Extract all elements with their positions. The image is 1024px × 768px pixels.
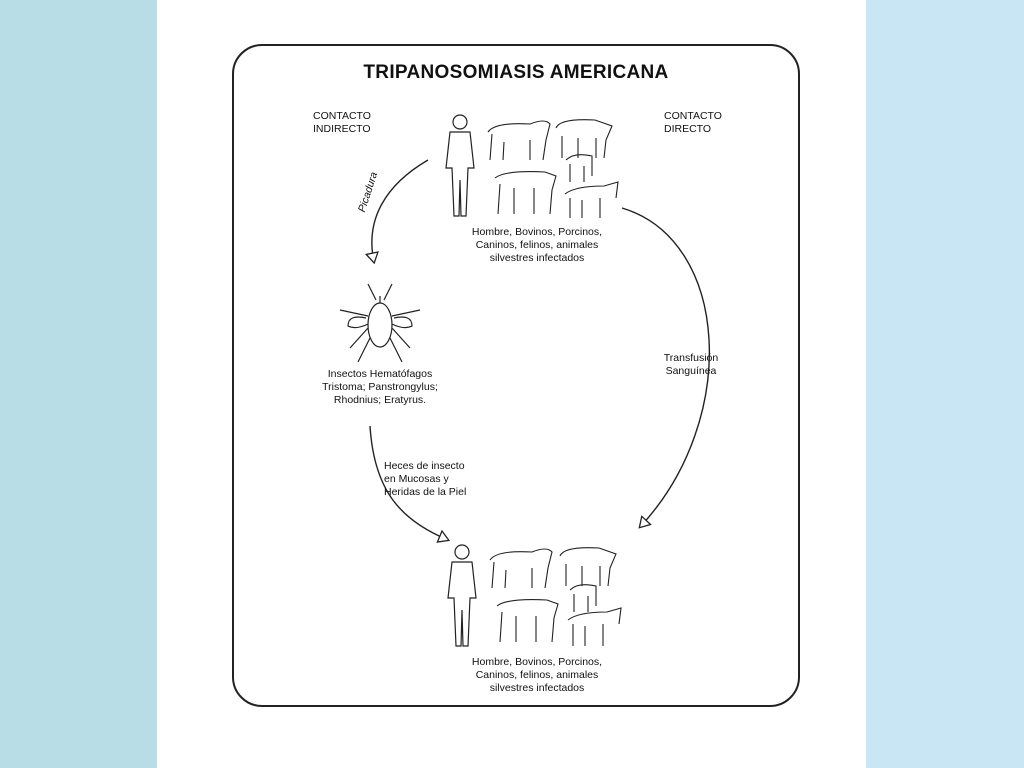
- indirect-contact-label: CONTACTO INDIRECTO: [313, 110, 371, 136]
- direct-contact-label: CONTACTO DIRECTO: [664, 110, 722, 136]
- feces-transmission-label: Heces de insecto en Mucosas y Heridas de…: [384, 460, 467, 498]
- top-human-icon: [445, 114, 475, 217]
- transfusion-label: Transfusión Sanguínea: [663, 352, 719, 377]
- right-side-panel: [866, 0, 1024, 768]
- diagram-title: TRIPANOSOMIASIS AMERICANA: [363, 62, 669, 83]
- diagram-frame: [232, 44, 800, 707]
- bottom-human-icon: [447, 544, 477, 647]
- slide-area: [157, 0, 866, 768]
- transfusion-arrow: [621, 207, 711, 527]
- insect-icon: [339, 283, 421, 363]
- left-side-panel: [0, 0, 157, 768]
- indirect-contact-text: CONTACTO INDIRECTO: [313, 110, 371, 135]
- bite-arrow: [372, 159, 429, 262]
- feces-arrow: [369, 425, 448, 540]
- bottom-hosts-caption: Hombre, Bovinos, Porcinos, Caninos, feli…: [471, 656, 603, 694]
- direct-contact-text: CONTACTO DIRECTO: [664, 110, 722, 135]
- top-hosts-caption: Hombre, Bovinos, Porcinos, Caninos, feli…: [471, 226, 603, 264]
- insects-caption: Insectos Hematófagos Tristoma; Panstrong…: [322, 368, 438, 406]
- top-animals-icon: [487, 119, 619, 218]
- bottom-animals-icon: [489, 547, 622, 646]
